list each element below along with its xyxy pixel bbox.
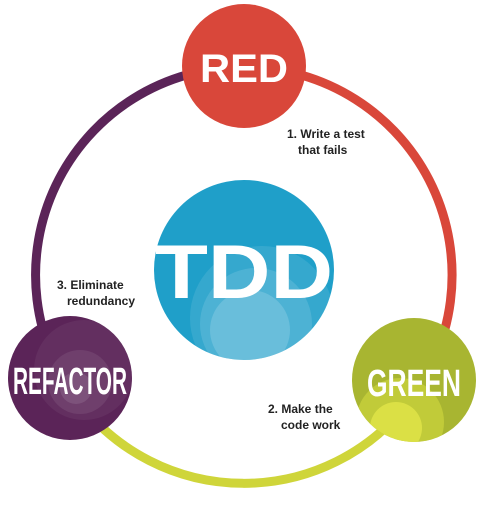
step-1-annotation: 1. Write a test that fails: [287, 127, 365, 157]
node-red-label: RED: [200, 47, 288, 91]
step-2-annotation: 2. Make the code work: [268, 402, 341, 432]
step-3-annotation: 3. Eliminate redundancy: [57, 278, 135, 308]
step-3-line-1: 3. Eliminate: [57, 278, 124, 292]
center-node: TDD: [154, 180, 334, 360]
node-refactor-label: REFACTOR: [13, 361, 127, 403]
step-3-line-2: redundancy: [67, 294, 135, 308]
step-1-line-1: 1. Write a test: [287, 127, 365, 141]
node-red: RED: [182, 4, 306, 128]
node-green-label: GREEN: [367, 363, 461, 405]
step-2-line-1: 2. Make the: [268, 402, 333, 416]
step-1-line-2: that fails: [298, 143, 348, 157]
node-green: GREEN: [352, 318, 476, 442]
step-2-line-2: code work: [281, 418, 341, 432]
refactor-highlight: [34, 320, 132, 420]
center-label: TDD: [155, 230, 333, 315]
node-refactor: REFACTOR: [8, 316, 132, 440]
arc-green-to-refactor: [78, 403, 408, 488]
